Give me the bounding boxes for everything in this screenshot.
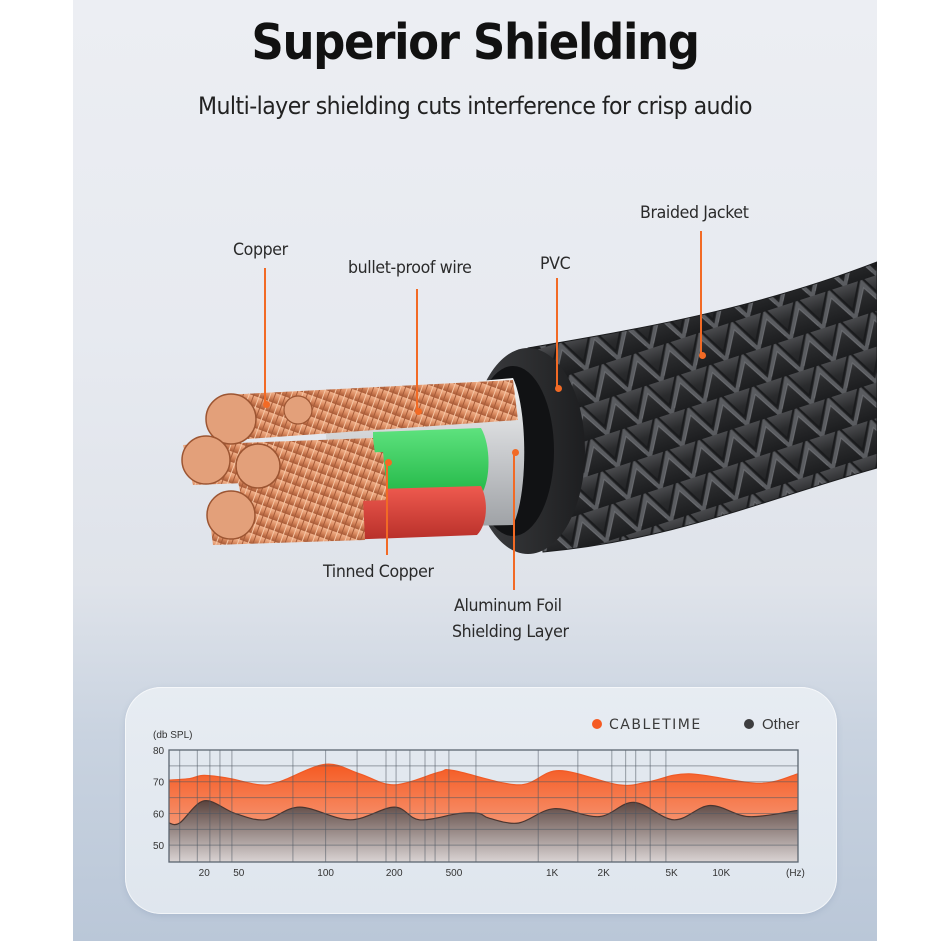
page-title: Superior Shielding bbox=[251, 14, 700, 71]
leader-dot-copper bbox=[262, 400, 270, 408]
leader-dot-bullet-proof-wire bbox=[414, 407, 422, 415]
y-axis-label: (db SPL) bbox=[153, 730, 192, 741]
leader-dot-braided-jacket bbox=[698, 351, 706, 359]
series-line-other bbox=[168, 800, 799, 826]
label-pvc: PVC bbox=[540, 254, 571, 274]
label-braided-jacket: Braided Jacket bbox=[640, 203, 749, 223]
x-tick-label: 10K bbox=[712, 868, 730, 879]
legend-label-cabletime: CABLETIME bbox=[609, 717, 702, 733]
leader-dot-aluminum-foil bbox=[511, 448, 519, 456]
leader-pvc bbox=[556, 278, 558, 388]
series-area-other bbox=[169, 800, 798, 862]
plot-frame bbox=[168, 749, 799, 863]
leader-bullet-proof-wire bbox=[416, 289, 418, 411]
legend: CABLETIME Other bbox=[592, 716, 800, 733]
y-tick-label: 80 bbox=[153, 746, 165, 757]
y-tick-label: 50 bbox=[153, 841, 165, 852]
legend-label-other: Other bbox=[762, 716, 800, 733]
label-aluminum-foil-line1: Aluminum Foil bbox=[454, 596, 562, 616]
x-tick-label: 20 bbox=[199, 868, 211, 879]
x-tick-label: 500 bbox=[446, 868, 463, 879]
x-tick-label: 5K bbox=[665, 868, 678, 879]
frequency-response-chart: 80 70 60 50 20 50 100 200 500 1K 2K 5K 10K (db SPL)… bbox=[153, 716, 805, 879]
x-tick-label: 200 bbox=[386, 868, 403, 879]
series-line-cabletime bbox=[168, 763, 799, 787]
x-axis-unit-label: (Hz) bbox=[786, 868, 805, 879]
leader-copper bbox=[264, 268, 266, 404]
braided-jacket bbox=[527, 261, 877, 553]
x-tick-label: 1K bbox=[546, 868, 559, 879]
label-bullet-proof-wire: bullet-proof wire bbox=[348, 258, 472, 278]
leader-tinned-copper bbox=[386, 462, 388, 555]
cable-cross-section-illustration bbox=[181, 261, 877, 554]
product-banner: Superior Shielding Multi-layer shielding… bbox=[73, 0, 877, 941]
y-tick-label: 70 bbox=[153, 778, 165, 789]
leader-aluminum-foil bbox=[513, 452, 515, 590]
leader-dot-tinned-copper bbox=[384, 458, 392, 466]
x-tick-label: 2K bbox=[598, 868, 611, 879]
y-tick-label: 60 bbox=[153, 809, 165, 820]
legend-swatch-cabletime bbox=[592, 719, 602, 729]
label-copper: Copper bbox=[233, 240, 288, 260]
leader-braided-jacket bbox=[700, 231, 702, 355]
label-tinned-copper: Tinned Copper bbox=[323, 562, 434, 582]
legend-swatch-other bbox=[744, 719, 754, 729]
green-insulation bbox=[373, 428, 489, 500]
x-tick-label: 50 bbox=[233, 868, 245, 879]
page-subtitle: Multi-layer shielding cuts interference … bbox=[197, 92, 753, 120]
frequency-response-chart-card: 80 70 60 50 20 50 100 200 500 1K 2K 5K 10K (db SPL)… bbox=[125, 687, 837, 914]
x-tick-label: 100 bbox=[317, 868, 334, 879]
label-aluminum-foil-line2: Shielding Layer bbox=[452, 622, 569, 642]
copper-strand-ends bbox=[181, 393, 313, 540]
leader-dot-pvc bbox=[554, 384, 562, 392]
